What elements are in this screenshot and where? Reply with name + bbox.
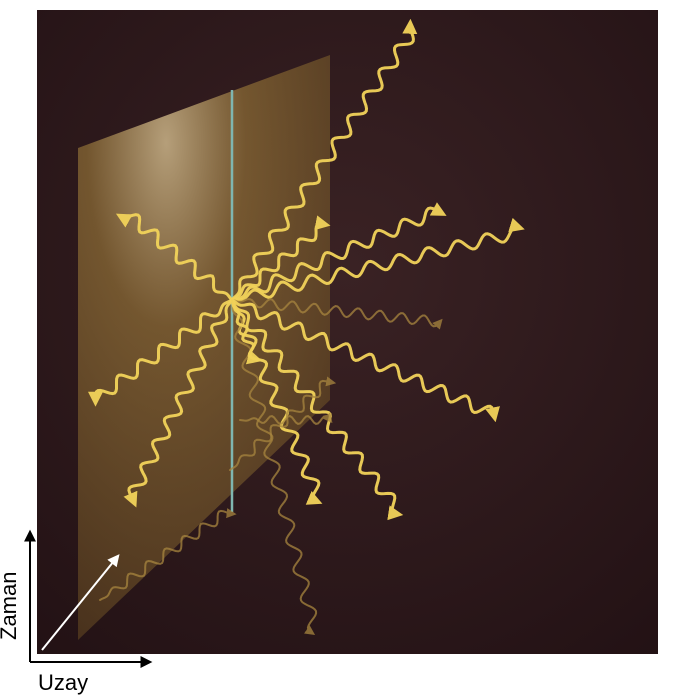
photon-wave xyxy=(123,298,234,508)
photon-wave xyxy=(230,18,418,302)
photon-wave xyxy=(239,412,333,425)
white-arrow xyxy=(41,554,120,651)
wave-group xyxy=(88,18,525,636)
time-axis-label: Zaman xyxy=(0,571,21,640)
photon-wave xyxy=(230,298,404,521)
photon-wave xyxy=(231,298,443,330)
photon-wave xyxy=(88,298,234,407)
photon-wave xyxy=(230,298,500,423)
space-axis-label: Uzay xyxy=(38,670,89,695)
photon-wave xyxy=(229,376,337,471)
photon-wave xyxy=(230,298,263,365)
photon-wave xyxy=(99,508,237,601)
photon-wave xyxy=(230,215,331,302)
photon-wave xyxy=(115,213,234,302)
photon-wave xyxy=(230,202,447,302)
photon-wave xyxy=(230,217,525,302)
